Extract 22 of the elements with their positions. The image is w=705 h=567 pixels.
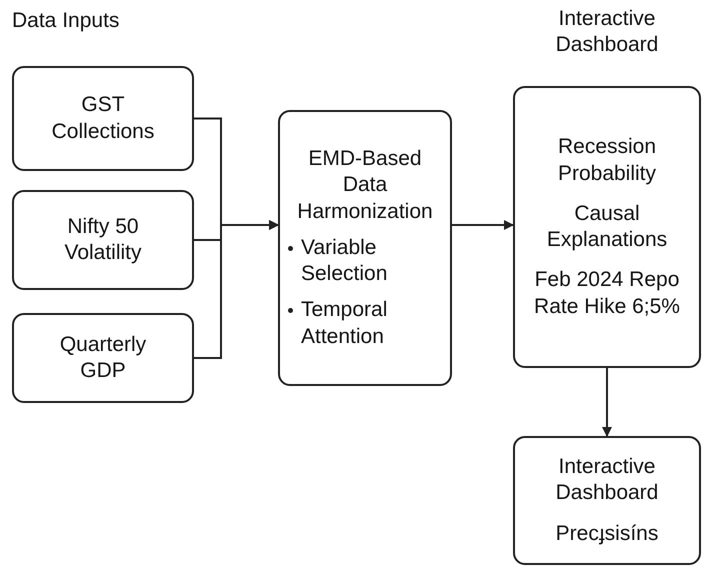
column-heading: Interactive Dashboard bbox=[554, 6, 660, 58]
bullet-text: Variable Selection bbox=[301, 234, 388, 288]
arrow bbox=[452, 220, 514, 230]
process-box bbox=[12, 66, 194, 171]
box-title: EMD-Based Data Harmonization bbox=[296, 146, 434, 225]
box-title: Quarterly GDP bbox=[58, 332, 148, 384]
bullet-text: Temporal Attention bbox=[301, 297, 388, 350]
process-box bbox=[278, 110, 452, 386]
arrow bbox=[194, 220, 279, 359]
arrow bbox=[602, 368, 612, 437]
process-box bbox=[513, 436, 701, 565]
box-title: Recession Probability bbox=[556, 134, 658, 186]
process-box bbox=[513, 86, 701, 368]
box-text: Feb 2024 Repo Rate Hike 6;5% bbox=[533, 267, 681, 320]
box-title: Interactive Dashboard bbox=[554, 454, 660, 506]
box-title: Nifty 50 Volatility bbox=[63, 214, 143, 266]
process-box bbox=[12, 313, 194, 403]
column-heading: Data Inputs bbox=[12, 8, 120, 34]
box-title: GST Collections bbox=[50, 92, 156, 144]
box-text: Precɟsisíns bbox=[556, 520, 658, 547]
box-text: Causal Explanations bbox=[546, 200, 668, 253]
process-box bbox=[12, 190, 194, 290]
